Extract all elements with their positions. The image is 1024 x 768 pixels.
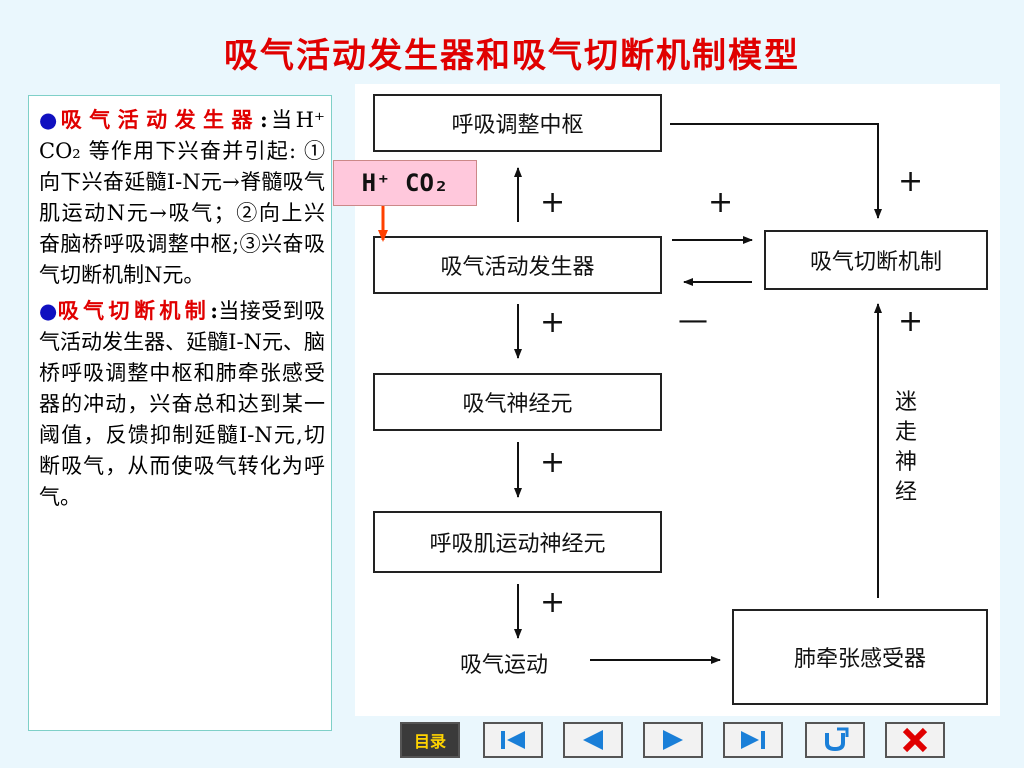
box-inspiratory-neuron: 吸气神经元 xyxy=(373,373,662,431)
next-icon xyxy=(663,730,683,750)
section-generator-text: 当H⁺ CO₂ 等作用下兴奋并引起: ①向下兴奋延髓I-N元→脊髓吸气肌运动N元… xyxy=(39,108,326,287)
box-inspiratory-generator: 吸气活动发生器 xyxy=(373,236,662,294)
page-title: 吸气活动发生器和吸气切断机制模型 xyxy=(224,36,800,76)
label-inspiratory-movement: 吸气运动 xyxy=(460,653,549,678)
close-button[interactable] xyxy=(885,722,945,758)
menu-button[interactable]: 目录 xyxy=(400,722,460,758)
previous-slide-button[interactable] xyxy=(563,722,623,758)
sign-plus-pneumotaxic: + xyxy=(898,164,924,199)
first-slide-button[interactable] xyxy=(483,722,543,758)
return-icon xyxy=(825,727,849,752)
section-generator-colon: : xyxy=(259,107,268,132)
sign-plus-to-offswitch: + xyxy=(708,185,734,220)
section-offswitch-colon: : xyxy=(210,298,218,323)
last-slide-button[interactable] xyxy=(723,722,783,758)
box-motor-neuron: 呼吸肌运动神经元 xyxy=(373,511,662,573)
box-inspiratory-offswitch: 吸气切断机制 xyxy=(764,230,988,290)
sign-plus-motor-down: + xyxy=(540,585,566,620)
last-icon xyxy=(741,731,765,749)
sign-minus-feedback: — xyxy=(678,303,708,338)
first-icon xyxy=(501,731,525,749)
sign-plus-vagus: + xyxy=(898,304,924,339)
box-stretch-receptor: 肺牵张感受器 xyxy=(732,609,988,705)
label-vagus-nerve: 迷走神经 xyxy=(894,390,917,505)
section-offswitch-text: 当接受到吸气活动发生器、延髓I-N元、脑桥呼吸调整中枢和肺牵张感受器的冲动，兴奋… xyxy=(39,299,325,509)
section-offswitch-heading: 吸气切断机制 xyxy=(57,298,211,323)
return-button[interactable] xyxy=(805,722,865,758)
sign-plus-neuron-down: + xyxy=(540,445,566,480)
description-panel: ●吸气活动发生器:当H⁺ CO₂ 等作用下兴奋并引起: ①向下兴奋延髓I-N元→… xyxy=(28,95,332,731)
section-generator: ●吸气活动发生器:当H⁺ CO₂ 等作用下兴奋并引起: ①向下兴奋延髓I-N元→… xyxy=(39,104,325,291)
close-icon xyxy=(902,727,928,753)
section-generator-heading: 吸气活动发生器 xyxy=(60,107,260,132)
stimulus-h-co2: H⁺ CO₂ xyxy=(333,160,477,206)
sign-plus-up: + xyxy=(540,185,566,220)
sign-plus-generator-down: + xyxy=(540,305,566,340)
previous-icon xyxy=(583,730,603,750)
bullet-icon: ● xyxy=(39,299,58,323)
box-pneumotaxic-center: 呼吸调整中枢 xyxy=(373,94,662,152)
bullet-icon: ● xyxy=(39,108,61,132)
next-slide-button[interactable] xyxy=(643,722,703,758)
section-offswitch: ●吸气切断机制:当接受到吸气活动发生器、延髓I-N元、脑桥呼吸调整中枢和肺牵张感… xyxy=(39,295,325,513)
